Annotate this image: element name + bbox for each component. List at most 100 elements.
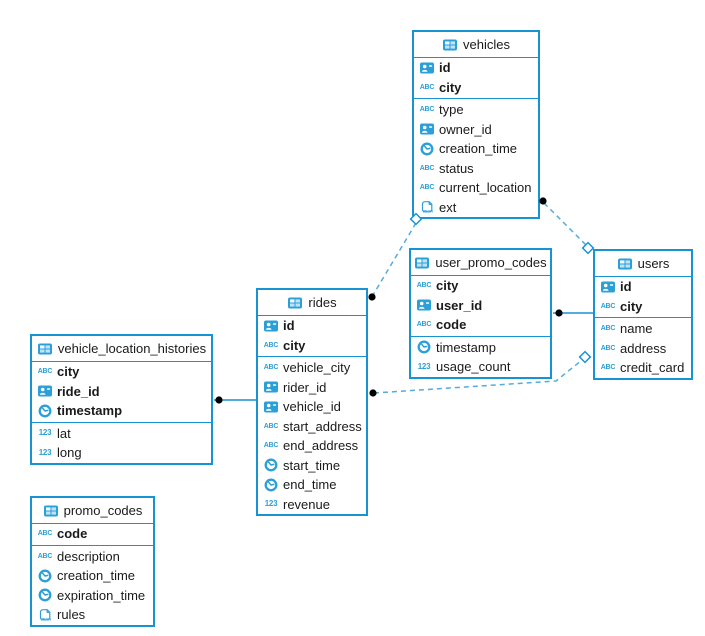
primary-key-separator bbox=[595, 317, 691, 318]
column-name: start_address bbox=[283, 418, 362, 434]
relationship-user_promo_codes-users bbox=[553, 309, 593, 317]
column-name: city bbox=[439, 79, 462, 95]
column-row-rides-id[interactable]: id bbox=[258, 316, 366, 336]
table-icon bbox=[43, 505, 59, 517]
column-row-rides-start_address[interactable]: ABC start_address bbox=[258, 417, 366, 437]
relationship-vehicle_location_histories-rides bbox=[214, 396, 256, 404]
number-icon: 123 bbox=[264, 499, 278, 509]
column-name: lat bbox=[57, 425, 71, 441]
column-row-rides-end_time[interactable]: end_time bbox=[258, 475, 366, 495]
primary-key-separator bbox=[32, 544, 153, 546]
column-row-promo_codes-expiration_time[interactable]: expiration_time bbox=[32, 586, 153, 606]
column-name: rules bbox=[57, 607, 86, 623]
column-row-rides-vehicle_id[interactable]: vehicle_id bbox=[258, 397, 366, 417]
column-row-users-address[interactable]: ABC address bbox=[595, 339, 691, 359]
table-header-user_promo_codes[interactable]: user_promo_codes bbox=[411, 250, 550, 276]
column-row-promo_codes-creation_time[interactable]: creation_time bbox=[32, 566, 153, 586]
column-name: city bbox=[620, 298, 643, 314]
column-name: timestamp bbox=[436, 339, 496, 355]
timestamp-icon bbox=[37, 569, 53, 583]
table-header-vehicle_location_histories[interactable]: vehicle_location_histories bbox=[32, 336, 211, 362]
column-row-vehicle_location_histories-ride_id[interactable]: ride_id bbox=[32, 382, 211, 402]
column-name: description bbox=[57, 548, 120, 564]
string-icon: ABC bbox=[419, 184, 435, 192]
string-icon: ABC bbox=[600, 344, 616, 352]
column-name: creation_time bbox=[57, 568, 136, 584]
string-icon: ABC bbox=[37, 530, 53, 538]
timestamp-icon bbox=[37, 404, 53, 418]
table-header-vehicles[interactable]: vehicles bbox=[414, 32, 538, 58]
string-icon: ABC bbox=[600, 364, 616, 372]
table-header-rides[interactable]: rides bbox=[258, 290, 366, 316]
column-name: city bbox=[283, 337, 306, 353]
column-row-user_promo_codes-timestamp[interactable]: timestamp bbox=[411, 338, 550, 358]
string-icon: ABC bbox=[416, 321, 432, 329]
primary-key-separator bbox=[414, 98, 538, 99]
table-header-users[interactable]: users bbox=[595, 251, 691, 277]
string-icon: ABC bbox=[416, 282, 432, 290]
table-name: vehicle_location_histories bbox=[57, 341, 207, 356]
column-row-rides-end_address[interactable]: ABC end_address bbox=[258, 436, 366, 456]
column-row-vehicles-owner_id[interactable]: owner_id bbox=[414, 120, 538, 140]
column-name: usage_count bbox=[436, 359, 511, 375]
column-row-rides-start_time[interactable]: start_time bbox=[258, 456, 366, 476]
column-row-rides-rider_id[interactable]: rider_id bbox=[258, 378, 366, 398]
string-icon: ABC bbox=[263, 442, 279, 450]
column-row-rides-city[interactable]: ABC city bbox=[258, 336, 366, 356]
column-name: ride_id bbox=[57, 383, 100, 399]
column-name: name bbox=[620, 321, 653, 337]
number-icon: 123 bbox=[38, 447, 52, 457]
uuid-icon bbox=[263, 401, 279, 413]
column-row-vehicle_location_histories-timestamp[interactable]: timestamp bbox=[32, 401, 211, 421]
column-row-vehicles-creation_time[interactable]: creation_time bbox=[414, 139, 538, 159]
column-name: city bbox=[57, 364, 80, 380]
column-name: creation_time bbox=[439, 141, 518, 157]
column-row-users-id[interactable]: id bbox=[595, 277, 691, 297]
uuid-icon bbox=[600, 281, 616, 293]
column-row-vehicles-id[interactable]: id bbox=[414, 58, 538, 78]
column-name: address bbox=[620, 340, 667, 356]
column-row-user_promo_codes-user_id[interactable]: user_id bbox=[411, 296, 550, 316]
table-name: promo_codes bbox=[63, 503, 143, 518]
string-icon: ABC bbox=[263, 341, 279, 349]
column-name: id bbox=[283, 318, 295, 334]
primary-key-separator bbox=[258, 356, 366, 357]
column-name: owner_id bbox=[439, 121, 492, 137]
column-name: end_time bbox=[283, 477, 337, 493]
relationship-dot-endpoint bbox=[215, 396, 223, 404]
timestamp-icon bbox=[419, 142, 435, 156]
timestamp-icon bbox=[416, 340, 432, 354]
relationship-vehicles-users bbox=[539, 197, 595, 255]
table-header-promo_codes[interactable]: promo_codes bbox=[32, 498, 153, 524]
string-icon: ABC bbox=[263, 422, 279, 430]
timestamp-icon bbox=[263, 478, 279, 492]
column-name: end_address bbox=[283, 438, 359, 454]
column-name: start_time bbox=[283, 457, 341, 473]
column-name: id bbox=[439, 60, 451, 76]
